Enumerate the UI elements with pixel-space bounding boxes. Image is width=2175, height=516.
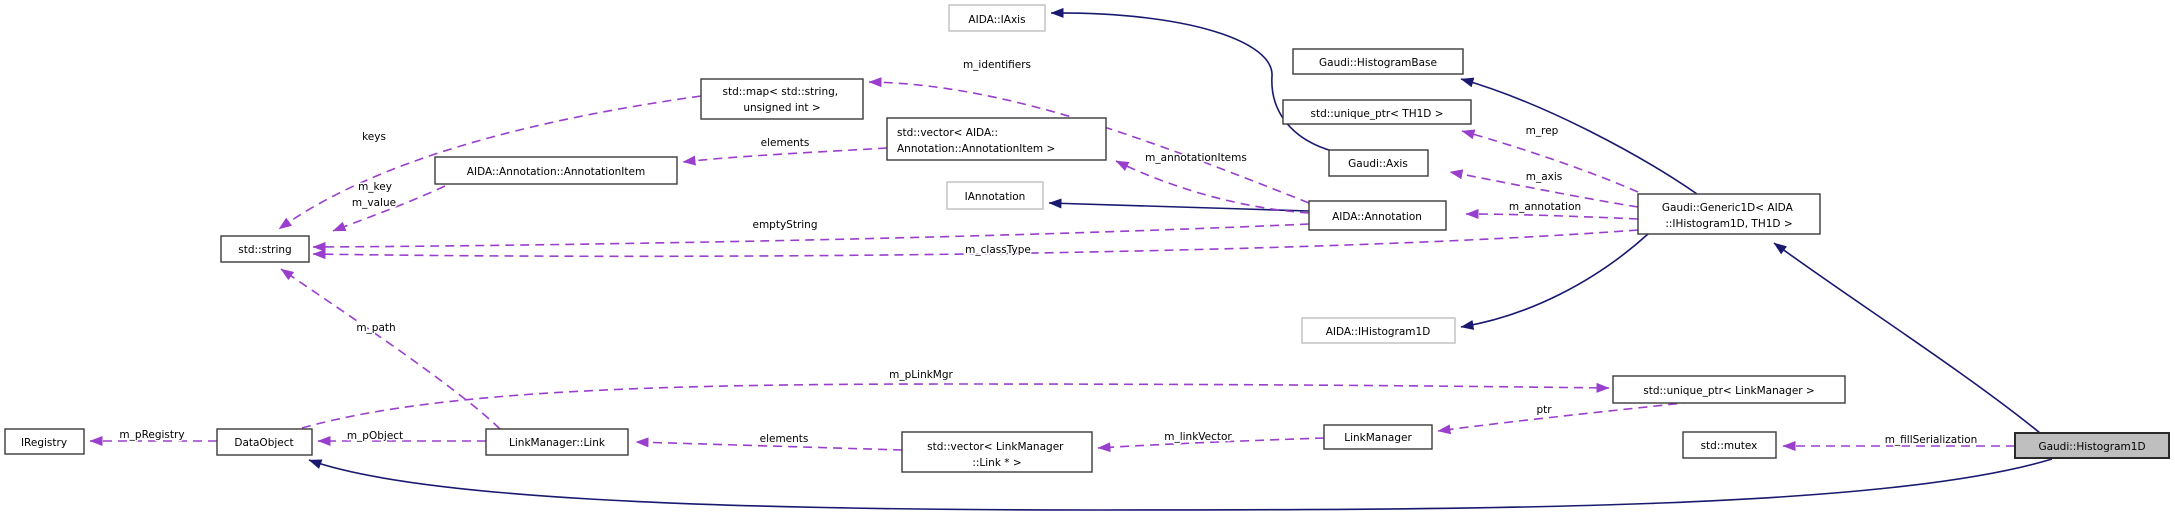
edge-label-m-plinkmgr: m_pLinkMgr bbox=[889, 369, 953, 381]
usage-edge-keys bbox=[278, 95, 702, 230]
node-linkmanager[interactable]: LinkManager bbox=[1323, 424, 1433, 450]
edge-label-elements-top: elements bbox=[761, 137, 810, 149]
edge-label-m-fillserialization: m_fillSerialization bbox=[1885, 434, 1978, 446]
usage-edge-emptystring bbox=[312, 223, 1310, 252]
svg-text:Gaudi::Axis: Gaudi::Axis bbox=[1348, 158, 1408, 170]
edge-label-emptystring: emptyString bbox=[752, 219, 817, 231]
node-gaudi-histogrambase[interactable]: Gaudi::HistogramBase bbox=[1292, 48, 1464, 75]
node-std-mutex[interactable]: std::mutex bbox=[1682, 431, 1777, 459]
edge-label-m-annotationitems: m_annotationItems bbox=[1145, 152, 1247, 164]
node-gaudi-histogram1d: Gaudi::Histogram1D bbox=[2014, 432, 2170, 459]
node-label: AIDA::IAxis bbox=[968, 14, 1025, 26]
svg-text:std::string: std::string bbox=[238, 244, 291, 256]
svg-text:std::vector< AIDA:: Anno: std::vector< AIDA:: Annotation::Annotati… bbox=[897, 127, 1055, 155]
edge-label-elements-bottom: elements bbox=[760, 433, 809, 445]
usage-edge-m-rep bbox=[1461, 129, 1639, 193]
svg-text:Gaudi::Histogram1D: Gaudi::Histogram1D bbox=[2038, 441, 2145, 453]
svg-text:std::unique_ptr< TH1D >: std::unique_ptr< TH1D > bbox=[1310, 108, 1443, 120]
node-linkmanager-link[interactable]: LinkManager::Link bbox=[485, 428, 629, 456]
edge-label-m-pregistry: m_pRegistry bbox=[119, 429, 184, 441]
usage-edge-m-linkvector bbox=[1097, 437, 1325, 453]
node-aida-annotation-annotationitem[interactable]: AIDA::Annotation::AnnotationItem bbox=[434, 156, 678, 185]
edge-label-m-axis: m_axis bbox=[1526, 171, 1563, 183]
node-std-vector-link[interactable]: std::vector< LinkManager ::Link * > bbox=[901, 431, 1093, 473]
node-std-string[interactable]: std::string bbox=[220, 235, 310, 263]
svg-text:AIDA::Annotation::AnnotationIt: AIDA::Annotation::AnnotationItem bbox=[467, 166, 645, 178]
node-iregistry[interactable]: IRegistry bbox=[4, 428, 85, 455]
svg-text:AIDA::Annotation: AIDA::Annotation bbox=[1332, 211, 1422, 223]
edge-label-m-rep: m_rep bbox=[1526, 125, 1559, 137]
usage-edge-ptr bbox=[1437, 401, 1693, 435]
svg-text:IRegistry: IRegistry bbox=[21, 437, 67, 449]
usage-edge-m-axis bbox=[1449, 169, 1639, 208]
inherit-edge-histogram1d-to-generic1d bbox=[1773, 242, 2041, 434]
inherit-edge-generic1d-to-histogrambase bbox=[1460, 77, 1698, 195]
usage-edge-m-path bbox=[280, 268, 501, 430]
svg-text:Gaudi::Generic1D< AIDA :: Gaudi::Generic1D< AIDA ::IHistogram1D, T… bbox=[1662, 202, 1796, 230]
edge-label-m-value: m_value bbox=[352, 197, 396, 209]
svg-text:DataObject: DataObject bbox=[234, 437, 293, 449]
edge-label-m-path: m_path bbox=[356, 322, 395, 334]
edge-label-keys: keys bbox=[362, 131, 386, 143]
svg-text:std::map< std::string, u: std::map< std::string, unsigned int > bbox=[723, 86, 842, 114]
svg-text:std::unique_ptr< LinkManager >: std::unique_ptr< LinkManager > bbox=[1643, 385, 1814, 397]
edge-label-m-annotation: m_annotation bbox=[1509, 201, 1581, 213]
inherit-edge-histogram1d-to-dataobject bbox=[308, 458, 2053, 511]
node-aida-ihistogram1d: AIDA::IHistogram1D bbox=[1301, 317, 1456, 344]
node-gaudi-axis[interactable]: Gaudi::Axis bbox=[1328, 149, 1429, 177]
inherit-edge-generic1d-to-aida-ihistogram1d bbox=[1460, 233, 1649, 330]
usage-edge-m-plinkmgr bbox=[301, 382, 1610, 429]
node-std-unique-ptr-linkmanager[interactable]: std::unique_ptr< LinkManager > bbox=[1612, 375, 1846, 404]
edge-label-m-pobject: m_pObject bbox=[347, 430, 403, 442]
node-std-map[interactable]: std::map< std::string, unsigned int > bbox=[700, 78, 864, 120]
svg-text:LinkManager: LinkManager bbox=[1344, 432, 1412, 444]
svg-text:std::mutex: std::mutex bbox=[1701, 440, 1758, 452]
svg-text:LinkManager::Link: LinkManager::Link bbox=[509, 437, 606, 449]
node-aida-iaxis: AIDA::IAxis bbox=[948, 4, 1046, 32]
inherit-edge-gaudi-axis-to-aida-iaxis bbox=[1050, 7, 1333, 152]
edge-label-m-key: m_key bbox=[358, 181, 392, 193]
inherit-edge-aida-annotation-to-iannotation bbox=[1048, 198, 1310, 212]
svg-text:Gaudi::HistogramBase: Gaudi::HistogramBase bbox=[1319, 57, 1437, 69]
edge-label-m-linkvector: m_linkVector bbox=[1164, 431, 1232, 443]
node-std-vector-annotationitem[interactable]: std::vector< AIDA:: Annotation::Annotati… bbox=[886, 117, 1107, 161]
usage-edge-m-classtype bbox=[312, 229, 1639, 260]
edge-label-m-identifiers: m_identifiers bbox=[963, 59, 1031, 71]
node-gaudi-generic1d[interactable]: Gaudi::Generic1D< AIDA ::IHistogram1D, T… bbox=[1637, 193, 1821, 235]
svg-text:IAnnotation: IAnnotation bbox=[965, 191, 1026, 203]
node-std-unique-ptr-th1d[interactable]: std::unique_ptr< TH1D > bbox=[1282, 99, 1472, 125]
edge-label-m-classtype: m_classType bbox=[965, 244, 1031, 256]
svg-text:AIDA::IHistogram1D: AIDA::IHistogram1D bbox=[1326, 326, 1431, 338]
node-dataobject[interactable]: DataObject bbox=[216, 428, 313, 456]
usage-edge-m-annotationitems bbox=[1115, 160, 1310, 214]
node-iannotation: IAnnotation bbox=[946, 181, 1044, 210]
usage-edge-m-key-m-value bbox=[332, 185, 446, 232]
svg-text:std::vector< LinkManager: std::vector< LinkManager ::Link * > bbox=[927, 441, 1067, 469]
usage-edge-m-annotation bbox=[1465, 209, 1639, 220]
edge-label-ptr: ptr bbox=[1536, 404, 1552, 416]
usage-edge-elements-top bbox=[682, 147, 888, 166]
node-aida-annotation[interactable]: AIDA::Annotation bbox=[1308, 200, 1447, 231]
